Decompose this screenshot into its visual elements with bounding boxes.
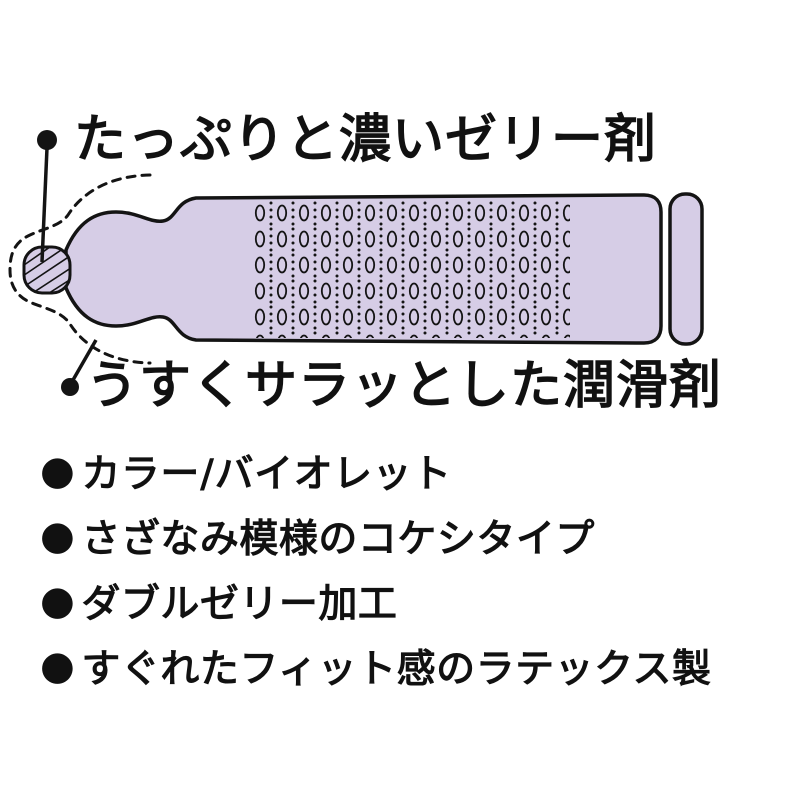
feature-item: ● すぐれたフィット感のラテックス製 (40, 633, 780, 698)
feature-label: カラー/バイオレット (81, 451, 452, 497)
bullet-icon: ● (40, 512, 76, 559)
feature-item: ● ダブルゼリー加工 (40, 568, 780, 633)
bottom-callout-label: うすくサラッとした潤滑剤 (86, 356, 723, 416)
bullet-icon: ● (40, 447, 76, 494)
dashed-outline (8, 173, 152, 365)
feature-label: さざなみ模様のコケシタイプ (81, 516, 595, 562)
callout-dot-bottom-icon (61, 378, 79, 396)
rolled-ring (668, 192, 704, 346)
texture-pattern (254, 200, 570, 338)
bullet-icon: ● (40, 642, 76, 689)
feature-label: ダブルゼリー加工 (81, 581, 398, 627)
leader-line-top (40, 147, 49, 263)
feature-list: ● カラー/バイオレット ● さざなみ模様のコケシタイプ ● ダブルゼリー加工 … (40, 438, 780, 698)
reservoir-tip (22, 245, 72, 295)
feature-item: ● さざなみ模様のコケシタイプ (40, 503, 780, 568)
product-diagram (8, 130, 704, 396)
leader-line-bottom (71, 339, 98, 381)
bullet-icon: ● (40, 577, 76, 624)
feature-label: すぐれたフィット感のラテックス製 (81, 646, 712, 692)
feature-item: ● カラー/バイオレット (40, 438, 780, 503)
callout-dot-top-icon (37, 130, 57, 150)
top-callout-label: たっぷりと濃いゼリー剤 (74, 110, 658, 170)
